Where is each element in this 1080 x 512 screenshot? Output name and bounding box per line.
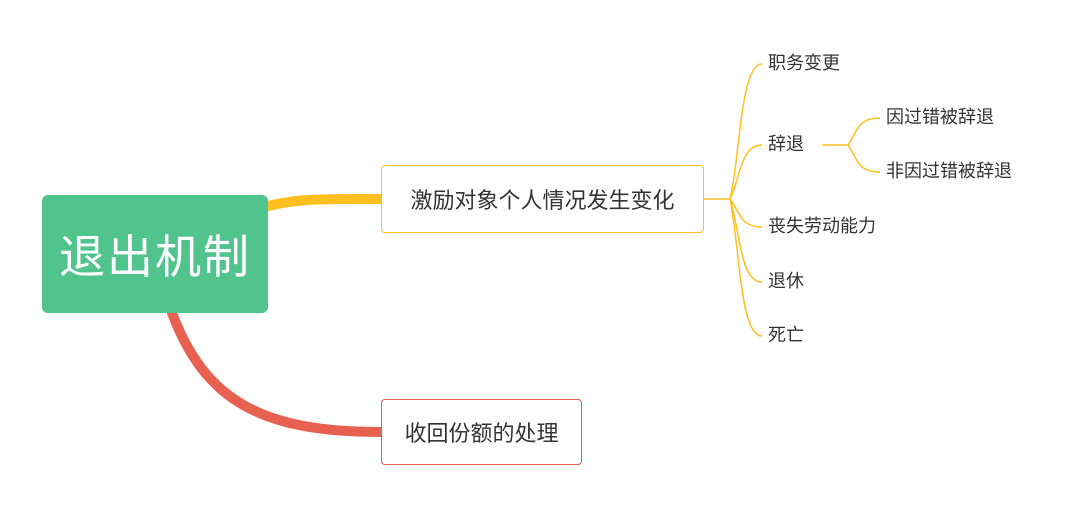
connector-to-citui (729, 144, 763, 200)
connector-to-fei-yin-guocuo (847, 144, 881, 173)
leaf-yin-guocuo-beicitui[interactable]: 因过错被辞退 (886, 107, 994, 128)
leaf-siwang[interactable]: 死亡 (768, 325, 804, 346)
connector-root-to-branch-2 (167, 308, 386, 437)
connector-to-tuixiu (729, 198, 763, 283)
leaf-citui[interactable]: 辞退 (768, 134, 804, 155)
connector-to-sangshi-laodong-nengli (729, 198, 763, 228)
leaf-sangshi-laodong-nengli[interactable]: 丧失劳动能力 (768, 216, 876, 237)
root-node[interactable]: 退出机制 (42, 195, 268, 313)
connector-to-zhiwu-biangeng (729, 63, 763, 200)
connector-to-yin-guocuo (847, 117, 881, 146)
branch-node-personal-change[interactable]: 激励对象个人情况发生变化 (381, 165, 704, 233)
connector-root-to-branch-1 (263, 193, 386, 211)
leaf-zhiwu-biangeng[interactable]: 职务变更 (768, 53, 840, 74)
leaf-fei-yin-guocuo-beicitui[interactable]: 非因过错被辞退 (886, 161, 1012, 182)
branch-node-share-recovery[interactable]: 收回份额的处理 (381, 399, 582, 465)
leaf-tuixiu[interactable]: 退休 (768, 271, 804, 292)
connector-to-siwang (729, 198, 763, 337)
